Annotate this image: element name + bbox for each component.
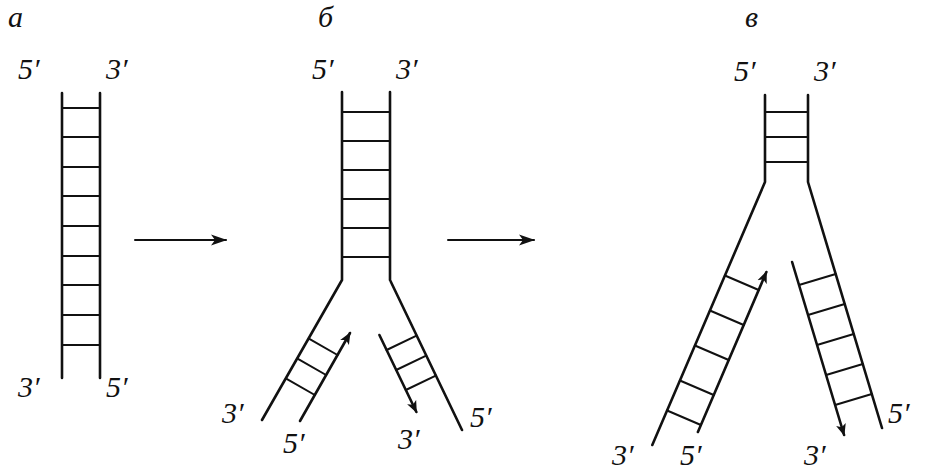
panel-letter: а xyxy=(8,2,23,32)
new-strand xyxy=(379,335,416,412)
strand-end-label: 5′ xyxy=(312,54,334,84)
base-pair-rung xyxy=(342,112,390,257)
base-pair-rung xyxy=(667,274,872,425)
new-strand xyxy=(792,262,844,435)
dna-strand xyxy=(262,92,462,430)
strand-end-label: 5′ xyxy=(680,440,702,470)
strand-end-label: 5′ xyxy=(283,428,305,458)
base-pair-rung xyxy=(286,336,436,395)
strand-end-label: 3′ xyxy=(18,372,40,402)
base-pair-rung xyxy=(765,112,808,162)
dna-strand xyxy=(652,95,882,445)
strand-end-label: 3′ xyxy=(222,398,244,428)
base-pair-rung xyxy=(62,108,100,345)
step-arrow xyxy=(448,239,534,241)
strand-end-label: 5′ xyxy=(106,372,128,402)
strand-end-label: 3′ xyxy=(396,54,418,84)
new-strand xyxy=(300,333,350,421)
strand-end-label: 5′ xyxy=(470,402,492,432)
strand-end-label: 3′ xyxy=(106,54,128,84)
step-arrow xyxy=(135,239,226,241)
panel-letter: в xyxy=(745,2,758,32)
strand-end-label: 5′ xyxy=(734,56,756,86)
dna-strand xyxy=(62,93,100,378)
strand-end-label: 3′ xyxy=(814,56,836,86)
panel-letter: б xyxy=(318,2,333,32)
strand-end-label: 5′ xyxy=(888,398,910,428)
strand-end-label: 3′ xyxy=(804,440,826,470)
strand-end-label: 5′ xyxy=(18,54,40,84)
strand-end-label: 3′ xyxy=(398,424,420,454)
strand-end-label: 3′ xyxy=(612,440,634,470)
